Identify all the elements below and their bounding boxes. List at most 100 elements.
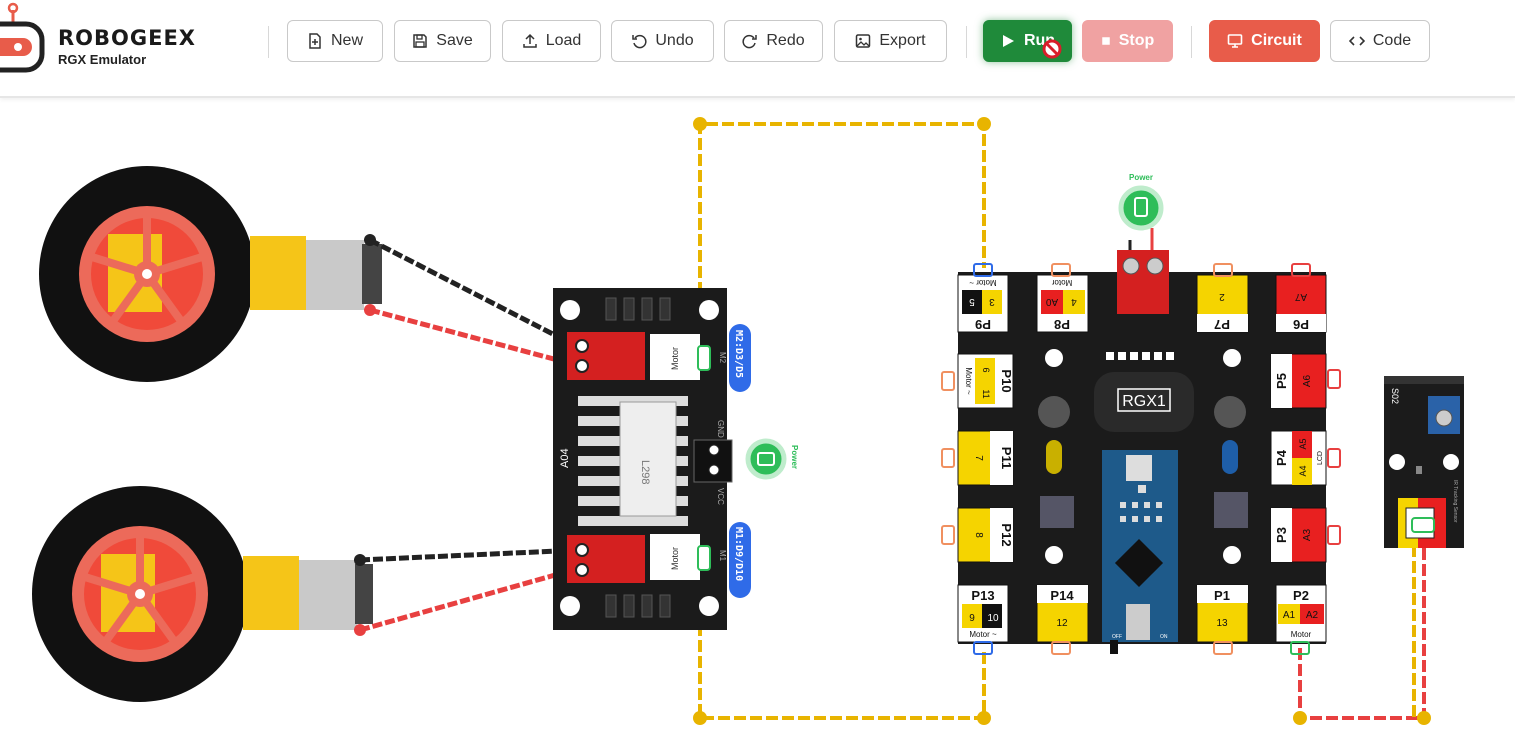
wheel-motor-top[interactable] — [39, 166, 382, 382]
switch-off: OFF — [1112, 634, 1122, 640]
driver-name: A04 — [559, 448, 571, 468]
new-file-icon — [309, 33, 321, 49]
save-icon — [413, 34, 428, 48]
divider — [966, 26, 967, 58]
code-icon — [1348, 36, 1365, 46]
p13-pin-10: 10 — [987, 613, 999, 624]
export-button[interactable]: Export — [834, 20, 947, 62]
motor-label-m1: Motor — [670, 547, 680, 570]
p6-pin: A7 — [1294, 291, 1307, 302]
port-m1-tag: M1:D9/D10 — [733, 527, 744, 581]
not-allowed-cursor-icon — [1042, 39, 1062, 59]
m1-label: M1 — [718, 550, 727, 562]
sensor-desc: IR Tracking Sensor — [1452, 480, 1458, 523]
play-icon — [1002, 35, 1014, 47]
vcc-label: VCC — [716, 488, 725, 505]
wire-endpoint[interactable] — [1293, 711, 1307, 725]
circuit-label: Circuit — [1251, 32, 1302, 49]
port-m2-tag: M2:D3/D5 — [733, 330, 744, 378]
robot-logo-icon — [0, 2, 45, 73]
port-p11: P11 — [999, 447, 1014, 469]
load-button[interactable]: Load — [502, 20, 601, 62]
p9-motor: Motor ~ — [969, 278, 997, 287]
wire-endpoints[interactable] — [693, 117, 991, 725]
p10-pin-11: 11 — [981, 389, 991, 398]
brand-tagline: RGX Emulator — [58, 52, 147, 67]
stop-icon — [1101, 37, 1110, 45]
p2-pin-a1: A1 — [1283, 610, 1296, 621]
save-label: Save — [436, 32, 473, 49]
p14-pin: 12 — [1056, 618, 1068, 629]
wire-endpoint[interactable] — [1417, 711, 1431, 725]
m2-label: M2 — [718, 352, 727, 364]
p13-pin-9: 9 — [969, 613, 975, 624]
port-p13: P13 — [971, 588, 994, 603]
rgx1-controller-board[interactable] — [941, 185, 1341, 655]
port-p5: P5 — [1274, 373, 1289, 389]
port-p9: P9 — [975, 317, 991, 332]
wire-motor[interactable] — [359, 237, 582, 633]
p8-pin-a0: A0 — [1045, 296, 1058, 307]
new-button[interactable]: New — [287, 20, 383, 62]
p8-motor: Motor — [1051, 278, 1072, 287]
save-button[interactable]: Save — [394, 20, 491, 62]
controller-name: RGX1 — [1122, 393, 1166, 410]
stop-button[interactable]: Stop — [1082, 20, 1173, 62]
run-button[interactable]: Run — [983, 20, 1072, 62]
p9-pin-5: 5 — [969, 296, 975, 307]
sensor-labels: S02 IR Tracking Sensor — [1390, 388, 1458, 523]
p8-pin-4: 4 — [1071, 296, 1077, 307]
wire-endpoints[interactable] — [354, 234, 376, 636]
code-tab[interactable]: Code — [1330, 20, 1430, 62]
wheel-motor-bottom[interactable] — [32, 486, 373, 702]
load-label: Load — [545, 32, 582, 49]
p11-pin: 7 — [973, 455, 984, 461]
p10-motor: Motor ~ — [964, 367, 973, 395]
motor-label-m2: Motor — [670, 347, 680, 370]
p10-pin-6: 6 — [981, 367, 991, 372]
port-p14: P14 — [1050, 588, 1074, 603]
wire-yellow-loop[interactable] — [698, 122, 986, 720]
divider — [1191, 26, 1192, 58]
undo-icon — [632, 34, 647, 49]
wire-sensor[interactable] — [1298, 540, 1426, 720]
port-p3: P3 — [1274, 527, 1289, 543]
rgx1-labels: Power RGX1 OFF ON P9 5 3 Motor ~ P8 A0 4… — [964, 173, 1324, 640]
motor-driver-labels: A04 L298 Motor Motor GND VCC M2 M1 M2:D3… — [559, 330, 799, 581]
ir-tracking-sensor[interactable] — [1384, 376, 1464, 548]
p3-pin: A3 — [1302, 528, 1313, 541]
p5-pin: A6 — [1302, 374, 1313, 387]
toolbar: ROBOGEEX RGX Emulator New Save Load Undo… — [0, 0, 1515, 98]
circuit-canvas[interactable]: A04 L298 Motor Motor GND VCC M2 M1 M2:D3… — [0, 98, 1515, 751]
port-p1: P1 — [1214, 588, 1230, 603]
code-label: Code — [1372, 32, 1412, 49]
switch-on: ON — [1160, 634, 1168, 640]
upload-icon — [522, 33, 537, 48]
controller-power-label: Power — [1129, 173, 1153, 182]
stop-label: Stop — [1118, 32, 1155, 49]
redo-button[interactable]: Redo — [724, 20, 823, 62]
redo-icon — [742, 34, 758, 49]
p2-motor: Motor — [1291, 630, 1312, 639]
p9-pin-3: 3 — [989, 296, 995, 307]
driver-power-label: Power — [790, 445, 799, 469]
undo-label: Undo — [655, 32, 694, 49]
p13-motor: Motor ~ — [969, 630, 997, 639]
port-p7: P7 — [1214, 317, 1230, 332]
p1-pin: 13 — [1216, 618, 1228, 629]
port-p8: P8 — [1054, 317, 1070, 332]
port-p2: P2 — [1293, 588, 1309, 603]
undo-button[interactable]: Undo — [611, 20, 714, 62]
monitor-icon — [1227, 34, 1243, 48]
export-label: Export — [879, 32, 926, 49]
p2-pin-a2: A2 — [1306, 610, 1319, 621]
circuit-tab[interactable]: Circuit — [1209, 20, 1320, 62]
p12-pin: 8 — [973, 532, 984, 538]
p4-lcd: LCD — [1317, 451, 1324, 465]
gnd-label: GND — [716, 420, 725, 438]
motor-driver-board[interactable] — [553, 288, 787, 630]
p7-pin: 2 — [1219, 291, 1225, 302]
new-label: New — [330, 32, 363, 49]
p4-pin-a4: A4 — [1298, 465, 1308, 476]
port-p12: P12 — [999, 523, 1014, 546]
